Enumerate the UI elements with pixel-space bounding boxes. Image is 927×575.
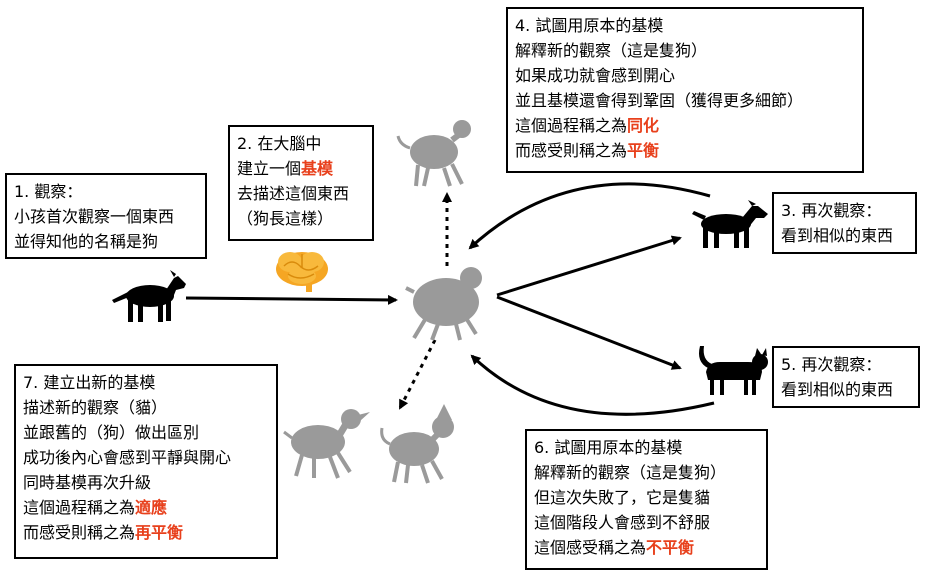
schema-blob-icon [405, 267, 482, 341]
box6-line3: 但這次失敗了，它是隻貓 [534, 488, 711, 507]
box4-line5: 這個過程稱之為同化 [515, 113, 855, 138]
box7-line3: 並跟舊的（狗）做出區別 [23, 423, 200, 442]
box3-line1: 3. 再次觀察： [781, 201, 882, 220]
disequilibrium-term: 不平衡 [646, 538, 695, 557]
cat-silhouette-icon [699, 346, 768, 395]
box7-line4: 成功後內心會感到平靜與開心 [23, 448, 232, 467]
schema-cat-icon [380, 404, 454, 484]
box5-line2: 看到相似的東西 [781, 380, 894, 399]
box7-line2: 描述新的觀察（貓） [23, 398, 168, 417]
box4-line4: 並且基模還會得到鞏固（獲得更多細節） [515, 91, 804, 110]
box2-line1: 2. 在大腦中 [237, 134, 322, 153]
arrow-schema-to-cat [496, 295, 682, 370]
box-step-7-accommodation: 7. 建立出新的基模 描述新的觀察（貓） 並跟舊的（狗）做出區別 成功後內心會感… [14, 364, 278, 559]
box5-line1: 5. 再次觀察： [781, 355, 882, 374]
equilibrium-term: 平衡 [627, 141, 660, 160]
re-equilibrium-term: 再平衡 [135, 523, 184, 542]
box-step-6-disequilibrium: 6. 試圖用原本的基模 解釋新的觀察（這是隻狗） 但這次失敗了，它是隻貓 這個階… [525, 429, 768, 570]
box6-line1: 6. 試圖用原本的基模 [534, 438, 683, 457]
box4-line1: 4. 試圖用原本的基模 [515, 16, 664, 35]
dog-silhouette-icon [692, 200, 768, 248]
box-step-5-observe-again: 5. 再次觀察： 看到相似的東西 [772, 346, 920, 408]
box7-line6: 這個過程稱之為適應 [23, 495, 269, 520]
box-step-1-observe: 1. 觀察： 小孩首次觀察一個東西 並得知他的名稱是狗 [5, 173, 207, 259]
box7-line7: 而感受則稱之為再平衡 [23, 520, 269, 545]
box6-line2: 解釋新的觀察（這是隻狗） [534, 463, 727, 482]
box6-line5-text: 這個感受稱之為 [534, 538, 647, 557]
box7-line1: 7. 建立出新的基模 [23, 373, 156, 392]
accommodation-term: 適應 [135, 498, 168, 517]
box2-line3: 去描述這個東西 [237, 184, 350, 203]
box1-line1: 1. 觀察： [14, 182, 83, 201]
arrow-observe-to-schema [185, 294, 398, 305]
schema-dog-icon [396, 120, 471, 187]
schema-term: 基模 [301, 159, 334, 178]
box-step-4-assimilation: 4. 試圖用原本的基模 解釋新的觀察（這是隻狗） 如果成功就會感到開心 並且基模… [506, 7, 864, 173]
box6-line5: 這個感受稱之為不平衡 [534, 535, 759, 560]
box4-line5-text: 這個過程稱之為 [515, 116, 628, 135]
arrow-schema-to-dog [496, 235, 682, 297]
box4-line6: 而感受則稱之為平衡 [515, 138, 855, 163]
box4-line2: 解釋新的觀察（這是隻狗） [515, 41, 708, 60]
dog-silhouette-icon [112, 270, 186, 322]
box2-line2-text: 建立一個 [237, 159, 302, 178]
brain-icon [276, 252, 328, 292]
box4-line3: 如果成功就會感到開心 [515, 66, 676, 85]
arrow-cat-to-schema-curved [470, 354, 715, 416]
box-step-2-build-schema: 2. 在大腦中 建立一個基模 去描述這個東西 （狗長這樣） [228, 125, 374, 241]
box1-line2: 小孩首次觀察一個東西 [14, 207, 175, 226]
box7-line7-text: 而感受則稱之為 [23, 523, 136, 542]
box7-line5: 同時基模再次升級 [23, 473, 152, 492]
schema-duck-icon [283, 409, 370, 479]
assimilation-term: 同化 [627, 116, 660, 135]
arrow-dog-to-schema-curved [468, 182, 711, 250]
box6-line4: 這個階段人會感到不舒服 [534, 513, 711, 532]
box2-line2: 建立一個基模 [237, 156, 365, 181]
box1-line3: 並得知他的名稱是狗 [14, 232, 159, 251]
box3-line2: 看到相似的東西 [781, 226, 894, 245]
box2-line4: （狗長這樣） [237, 209, 334, 228]
box7-line6-text: 這個過程稱之為 [23, 498, 136, 517]
box-step-3-observe-again: 3. 再次觀察： 看到相似的東西 [772, 192, 917, 254]
box4-line6-text: 而感受則稱之為 [515, 141, 628, 160]
arrow-schema-to-new-schema-dashed [398, 339, 437, 410]
